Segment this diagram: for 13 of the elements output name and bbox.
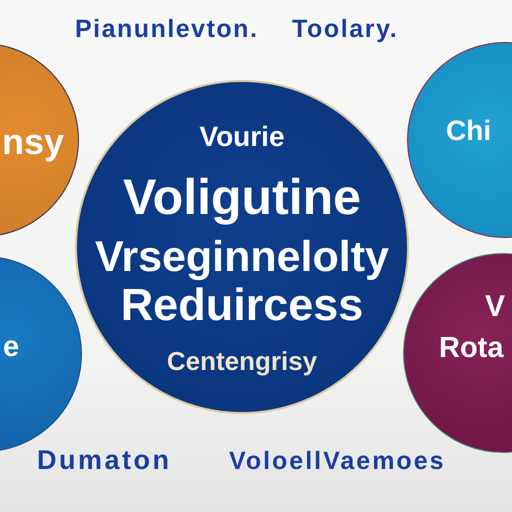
node-text: e xyxy=(3,333,20,362)
node-text: Vourie xyxy=(199,123,285,151)
label-text: Pianunlevton. xyxy=(75,17,258,42)
label-text: VoloellVaemoes xyxy=(229,449,446,474)
label-text: Dumaton xyxy=(37,447,172,474)
node-text: Vrseginnelolty xyxy=(95,236,389,279)
node-text: Rota xyxy=(439,334,504,363)
node-text: Chi xyxy=(446,117,492,145)
node-text: Reduircess xyxy=(120,282,364,327)
node-text: Centengrisy xyxy=(166,348,318,374)
label-text: Toolary. xyxy=(292,17,398,42)
node-text: nsy xyxy=(2,124,64,160)
node-text: V xyxy=(485,292,506,322)
